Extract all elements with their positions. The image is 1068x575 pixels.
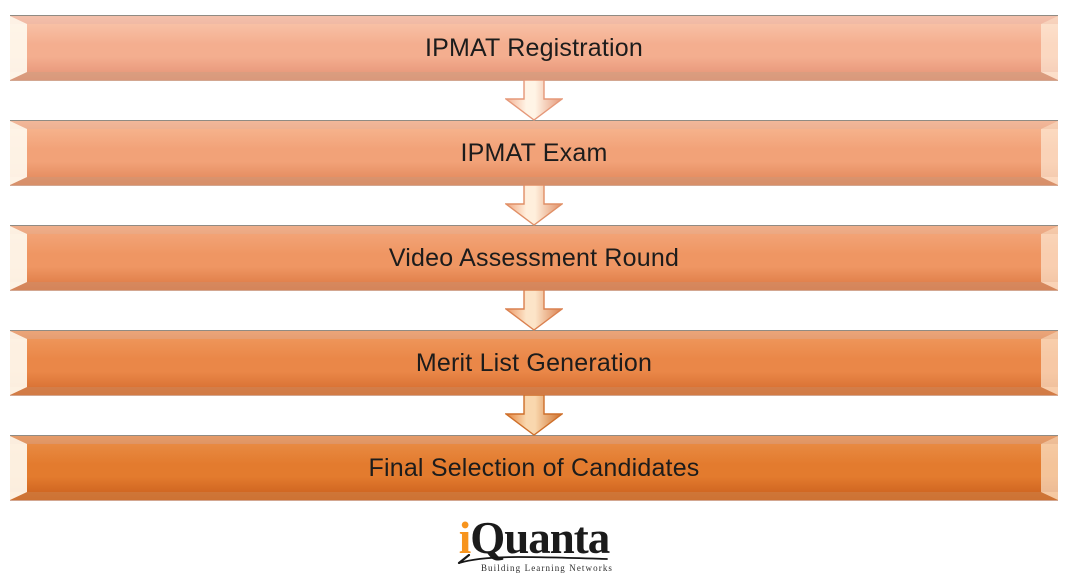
flow-step-1: IPMAT Registration — [10, 16, 1058, 121]
down-arrow-icon — [505, 80, 563, 121]
step-label: IPMAT Registration — [424, 33, 644, 62]
flow-step-4: Merit List Generation — [10, 331, 1058, 436]
arrow-connector — [10, 185, 1058, 226]
logo-swoosh-icon — [457, 554, 608, 564]
step-bar-4: Merit List Generation — [10, 331, 1058, 395]
logo-name: Quanta — [470, 513, 610, 563]
down-arrow-icon — [505, 290, 563, 331]
step-label: Video Assessment Round — [388, 243, 680, 272]
iquanta-logo: iQuanta Building Learning Networks — [0, 516, 1068, 573]
flow-step-2: IPMAT Exam — [10, 121, 1058, 226]
logo-wordmark: iQuanta — [0, 516, 1068, 561]
step-label: IPMAT Exam — [460, 138, 608, 167]
down-arrow-icon — [505, 395, 563, 436]
logo-prefix: i — [458, 513, 471, 563]
arrow-connector — [10, 80, 1058, 121]
flow-step-3: Video Assessment Round — [10, 226, 1058, 331]
step-bar-1: IPMAT Registration — [10, 16, 1058, 80]
flow-step-5: Final Selection of Candidates — [10, 436, 1058, 500]
step-bar-2: IPMAT Exam — [10, 121, 1058, 185]
logo-tagline: Building Learning Networks — [480, 563, 614, 573]
down-arrow-icon — [505, 185, 563, 226]
arrow-connector — [10, 290, 1058, 331]
arrow-connector — [10, 395, 1058, 436]
step-label: Final Selection of Candidates — [368, 453, 700, 482]
step-bar-3: Video Assessment Round — [10, 226, 1058, 290]
step-bar-5: Final Selection of Candidates — [10, 436, 1058, 500]
step-label: Merit List Generation — [415, 348, 653, 377]
